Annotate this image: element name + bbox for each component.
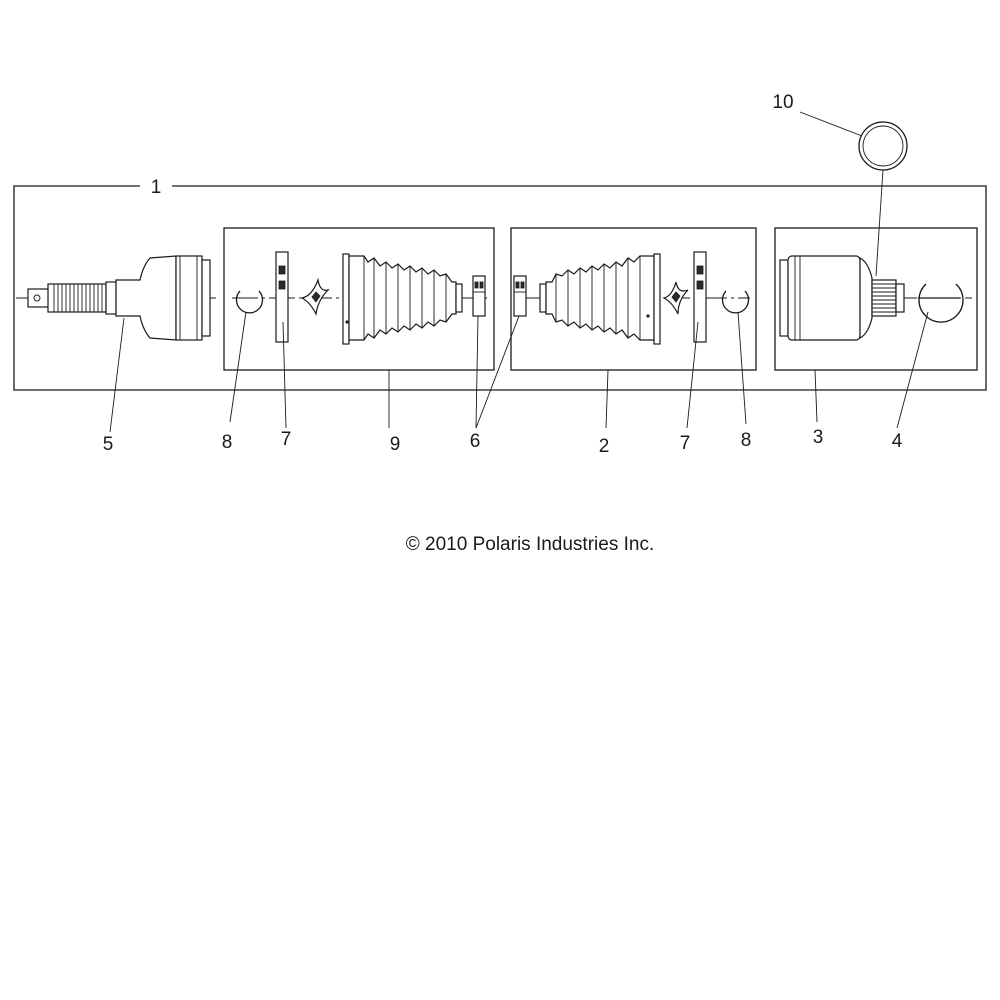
- boot-kit-frame-right: [510, 227, 757, 371]
- callouts: 1 5 8 7 9 6 2 7 8 3 4 10: [103, 92, 903, 457]
- boot-clamp-left: [275, 251, 289, 343]
- snap-ring-left: [235, 290, 264, 314]
- callout-3: 3: [813, 427, 824, 448]
- callout-5: 5: [103, 434, 114, 455]
- callout-6: 6: [470, 431, 481, 452]
- callout-8-left: 8: [222, 432, 233, 453]
- spider-left: [300, 277, 330, 316]
- boot-right: [539, 253, 661, 345]
- outer-cv-joint: [27, 255, 211, 341]
- small-clamp-left: [472, 275, 486, 317]
- boot-kit-frame-left: [223, 227, 495, 371]
- small-clamp-right: [513, 275, 527, 317]
- inner-cv-joint: [779, 255, 905, 341]
- leader-lines: [109, 111, 929, 433]
- callout-10: 10: [772, 92, 793, 113]
- callout-7-right: 7: [680, 433, 691, 454]
- o-ring: [858, 121, 908, 171]
- callout-7-left: 7: [281, 429, 292, 450]
- callout-9: 9: [390, 434, 401, 455]
- boot-large-left: [342, 253, 463, 345]
- copyright-notice: © 2010 Polaris Industries Inc.: [406, 534, 654, 555]
- spider-right: [662, 281, 689, 315]
- callout-2: 2: [599, 436, 610, 457]
- assembly-frame: [13, 185, 987, 391]
- boot-clamp-right: [693, 251, 707, 343]
- callout-8-right: 8: [741, 430, 752, 451]
- cv-joint-frame: [774, 227, 978, 371]
- callout-4: 4: [892, 431, 903, 452]
- circlip: [918, 283, 964, 323]
- snap-ring-right: [721, 290, 750, 314]
- callout-1: 1: [151, 177, 162, 198]
